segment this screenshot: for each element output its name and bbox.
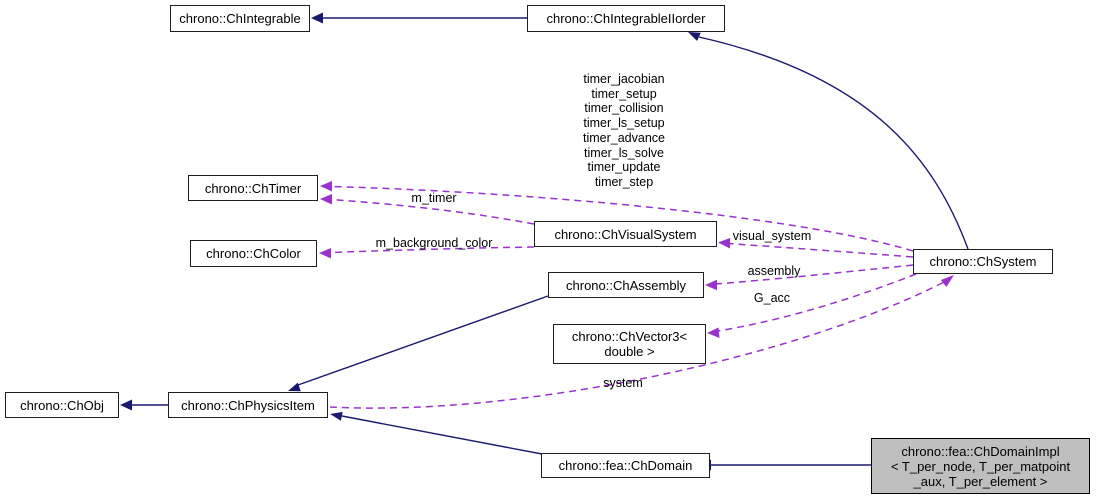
edge-label-timer-fields: timer_jacobian timer_setup timer_collisi… (583, 72, 665, 189)
usage-arrowhead (320, 181, 332, 192)
class-node-chintegrableiiorder[interactable]: chrono::ChIntegrableIIorder (527, 5, 725, 32)
class-node-chsystem[interactable]: chrono::ChSystem (913, 249, 1053, 274)
edge-system-to-visualsystem (728, 242, 914, 258)
class-node-chassembly[interactable]: chrono::ChAssembly (548, 272, 704, 298)
edge-label-g-acc: G_acc (753, 291, 791, 305)
usage-arrowhead (705, 279, 717, 291)
inheritance-arrowhead (311, 12, 323, 24)
class-node-chtimer[interactable]: chrono::ChTimer (188, 175, 318, 201)
class-node-chvisualsystem[interactable]: chrono::ChVisualSystem (534, 221, 717, 247)
edge-label-assembly: assembly (747, 264, 801, 278)
usage-arrowhead (707, 327, 720, 338)
class-node-chintegrable[interactable]: chrono::ChIntegrable (170, 5, 310, 32)
class-node-chvector3[interactable]: chrono::ChVector3< double > (553, 324, 706, 364)
class-node-chphysicsitem[interactable]: chrono::ChPhysicsItem (168, 392, 328, 418)
edge-label-system: system (603, 376, 643, 390)
inheritance-arrowhead (288, 382, 301, 392)
usage-arrowhead (718, 238, 730, 249)
inheritance-arrowhead (330, 411, 343, 421)
edge-visualsystem-to-timer (330, 198, 535, 225)
edge-assembly-to-physicsitem (297, 295, 549, 386)
edge-system-to-integrable2 (698, 36, 969, 250)
usage-arrowhead (319, 248, 331, 259)
edge-system-to-timer (331, 185, 914, 252)
edge-label-m-background-color: m_background_color (375, 236, 493, 250)
usage-arrowhead (320, 194, 332, 205)
usage-arrowhead (940, 275, 954, 287)
edge-system-to-assembly (715, 264, 914, 285)
class-node-chobj[interactable]: chrono::ChObj (5, 392, 119, 418)
inheritance-arrowhead (688, 32, 701, 41)
edge-label-m-timer: m_timer (411, 191, 457, 205)
class-node-chdomainimpl-focus: chrono::fea::ChDomainImpl < T_per_node, … (871, 438, 1090, 494)
edge-physicsitem-to-system (329, 279, 949, 409)
edge-visualsystem-to-color (329, 246, 535, 254)
edge-domain-to-physicsitem (341, 415, 543, 455)
class-node-chcolor[interactable]: chrono::ChColor (190, 240, 317, 267)
class-node-chdomain[interactable]: chrono::fea::ChDomain (541, 453, 710, 478)
inheritance-arrowhead (120, 399, 132, 411)
edge-label-visual-system: visual_system (732, 229, 812, 243)
edge-system-to-vector3 (717, 273, 917, 332)
